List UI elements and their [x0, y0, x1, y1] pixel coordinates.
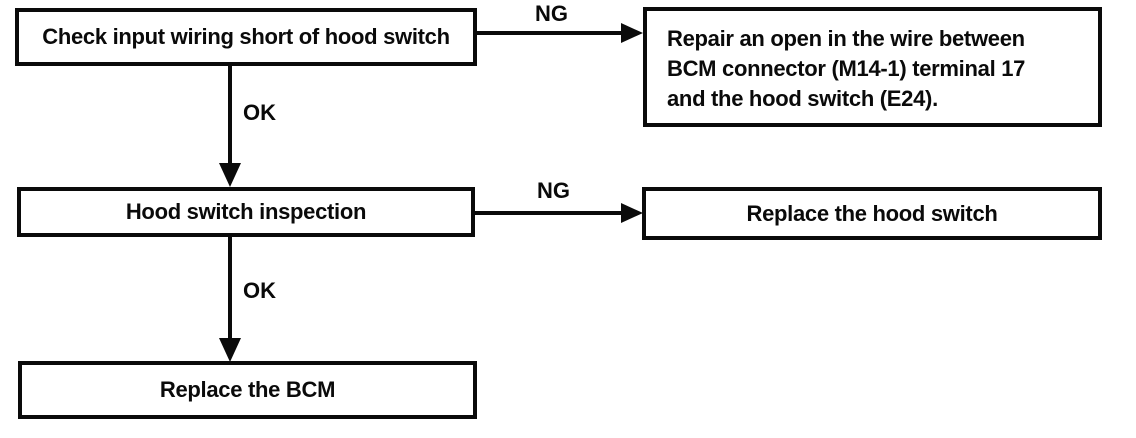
flow-node-label: Replace the BCM [159, 377, 336, 402]
edge-line-ok-2 [228, 237, 232, 338]
arrow-down-icon [219, 163, 241, 187]
flow-node-label: Check input wiring short of hood switch [42, 24, 450, 49]
edge-label-ok-1: OK [243, 100, 276, 125]
flow-node-check-input-wiring: Check input wiring short of hood switch [15, 8, 477, 66]
flow-node-label: Replace the hood switch [746, 200, 998, 226]
arrow-right-icon [621, 203, 643, 223]
flow-node-label-line: Repair an open in the wire between [667, 26, 1025, 51]
edge-label-ng-1: NG [535, 1, 568, 26]
flow-node-label-line: and the hood switch (E24). [667, 86, 938, 111]
arrow-right-icon [621, 23, 643, 43]
flow-node-label-line: BCM connector (M14-1) terminal 17 [667, 56, 1026, 81]
flow-node-replace-bcm: Replace the BCM [18, 361, 477, 419]
edge-line-ng-1 [477, 31, 623, 35]
edge-line-ng-2 [475, 211, 623, 215]
flow-node-replace-hood-switch: Replace the hood switch [642, 187, 1102, 240]
edge-label-ok-2: OK [243, 278, 276, 303]
flow-node-hood-switch-inspection: Hood switch inspection [17, 187, 475, 237]
edge-label-ng-2: NG [537, 178, 570, 203]
edge-line-ok-1 [228, 66, 232, 166]
flow-node-repair-open-wire: Repair an open in the wire between BCM c… [643, 7, 1102, 127]
flow-node-label: Hood switch inspection [125, 199, 367, 224]
arrow-down-icon [219, 338, 241, 362]
